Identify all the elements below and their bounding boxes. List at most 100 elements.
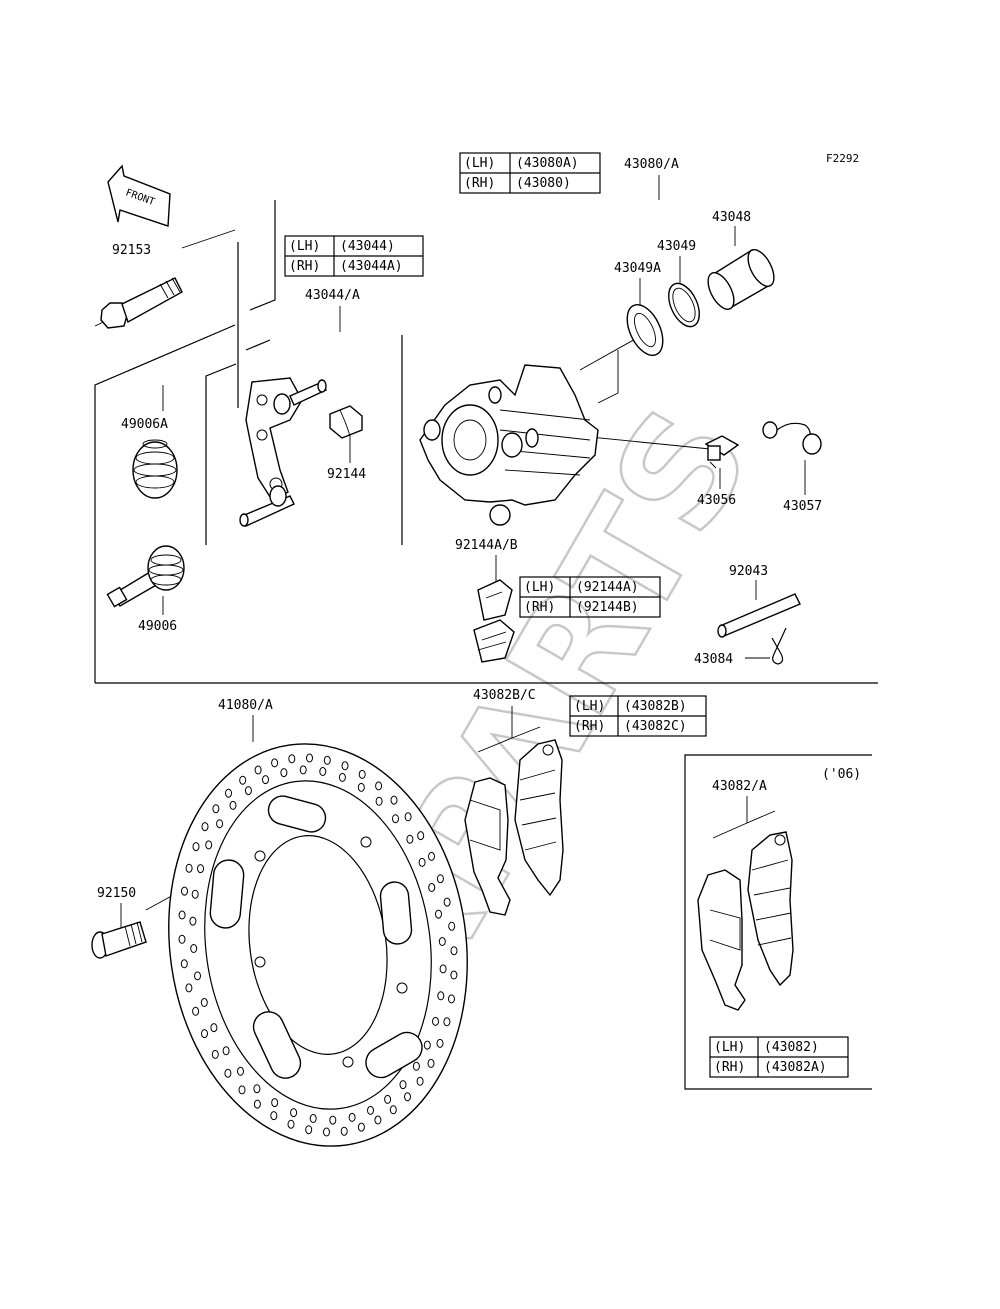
label-43082b-c: 43082B/C — [473, 688, 536, 703]
disc-hole — [189, 916, 197, 926]
disc-hole — [448, 921, 456, 931]
table-bracket-side-0: (LH) — [289, 239, 320, 254]
table-bracket-side-1: (RH) — [289, 259, 320, 274]
cap-43057 — [762, 421, 822, 455]
pin-49006 — [106, 545, 185, 608]
disc-hole — [309, 1114, 317, 1123]
disc-bolt-92150 — [91, 921, 147, 959]
disc-hole — [192, 842, 200, 852]
piston-seal-43049 — [668, 282, 700, 328]
disc-hole — [340, 1126, 348, 1136]
disc-hole — [205, 840, 213, 850]
table-caliper: (LH) (43080A) (RH) (43080) — [459, 152, 601, 194]
disc-hole — [200, 998, 208, 1007]
boot-49006a — [132, 439, 178, 499]
disc-hole — [239, 775, 247, 785]
upper-section-frame — [94, 200, 878, 684]
disc-hole — [254, 765, 262, 775]
table-pads-a-side-1: (RH) — [714, 1060, 745, 1075]
disc-hole — [262, 775, 269, 785]
caliper-body — [419, 364, 599, 526]
table-pads-bc-part-1: (43082C) — [624, 719, 687, 734]
disc-hole — [412, 1061, 420, 1071]
table-caliper-side-1: (RH) — [464, 176, 495, 191]
disc-hole — [436, 874, 444, 884]
disc-hole — [443, 897, 451, 907]
variant-note: ('06) — [822, 767, 861, 782]
table-pads-a-part-0: (43082) — [764, 1040, 819, 1055]
disc-hole — [341, 761, 349, 771]
disc-hole — [222, 1046, 230, 1056]
disc-hole — [448, 994, 455, 1004]
disc-hole — [417, 831, 425, 841]
label-43049a: 43049A — [614, 261, 661, 276]
disc-hole — [211, 1049, 219, 1059]
disc-hole — [435, 909, 442, 919]
disc-hole — [201, 822, 209, 832]
disc-hole — [348, 1112, 356, 1122]
disc-hole — [185, 863, 193, 873]
table-caliper-part-0: (43080A) — [516, 156, 579, 171]
table-spring: (LH) (92144A) (RH) (92144B) — [519, 576, 661, 618]
table-pads-a-part-1: (43082A) — [764, 1060, 827, 1075]
table-bracket: (LH) (43044) (RH) (43044A) — [284, 235, 424, 277]
disc-hole — [299, 765, 307, 775]
disc-hole — [418, 857, 426, 867]
table-spring-side-1: (RH) — [524, 600, 555, 615]
disc-hole — [238, 1085, 246, 1095]
disc-hole — [287, 1119, 295, 1129]
disc-hole — [280, 768, 288, 778]
disc-hole — [375, 781, 383, 791]
label-92150: 92150 — [97, 886, 136, 901]
label-43044-a: 43044/A — [305, 288, 360, 303]
label-49006a: 49006A — [121, 417, 168, 432]
label-43048: 43048 — [712, 210, 751, 225]
disc-hole — [178, 910, 186, 920]
disc-hole — [389, 1105, 397, 1115]
front-arrow-icon: FRONT — [107, 164, 171, 227]
pad-pin-92043 — [717, 593, 801, 638]
disc-hole — [212, 804, 220, 814]
disc-hole — [404, 1092, 411, 1102]
disc-hole — [323, 755, 331, 765]
piston-43048 — [707, 249, 775, 310]
disc-hole — [224, 1068, 232, 1078]
disc-hole — [357, 782, 365, 792]
disc-hole — [406, 834, 414, 844]
table-caliper-side-0: (LH) — [464, 156, 495, 171]
label-43084: 43084 — [694, 652, 733, 667]
label-49006: 49006 — [138, 619, 177, 634]
label-92153: 92153 — [112, 243, 151, 258]
spring-92144ab — [473, 579, 515, 663]
label-43080-a: 43080/A — [624, 157, 679, 172]
disc-hole — [450, 946, 458, 956]
clip-43084 — [771, 627, 787, 665]
brake-pads-43082bc — [464, 739, 564, 916]
disc-hole — [358, 769, 366, 779]
disc-hole — [306, 753, 313, 763]
disc-hole — [216, 819, 224, 829]
table-pads-a: (LH) (43082) (RH) (43082A) — [709, 1036, 849, 1078]
table-pads-bc-part-0: (43082B) — [624, 699, 687, 714]
disc-hole — [181, 886, 188, 896]
disc-hole — [229, 800, 237, 810]
disc-hole — [404, 812, 412, 822]
label-92144a-b: 92144A/B — [455, 538, 518, 553]
disc-hole — [427, 1058, 435, 1068]
disc-hole — [225, 788, 232, 798]
label-43057: 43057 — [783, 499, 822, 514]
disc-hole — [374, 1115, 382, 1125]
disc-hole — [192, 1006, 200, 1016]
table-bracket-part-1: (43044A) — [340, 259, 403, 274]
disc-hole — [428, 851, 435, 861]
disc-hole — [244, 786, 252, 796]
disc-hole — [270, 1111, 278, 1121]
table-spring-part-0: (92144A) — [576, 580, 639, 595]
variant-box: ('06) — [684, 754, 872, 1090]
disc-hole — [437, 991, 445, 1001]
spring-92144 — [329, 405, 363, 439]
bracket-43044 — [239, 377, 327, 527]
disc-hole — [432, 1016, 439, 1026]
disc-hole — [428, 883, 436, 892]
disc-hole — [253, 1099, 261, 1109]
